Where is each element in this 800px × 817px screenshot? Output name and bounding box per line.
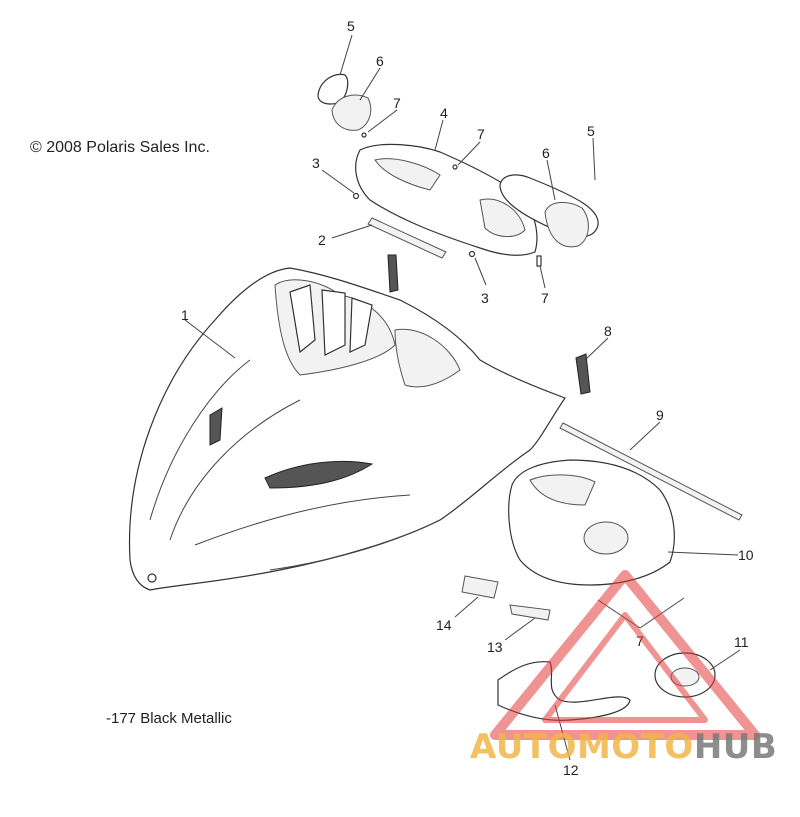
callout-14: 14 [436,617,452,633]
callout-10: 10 [738,547,754,563]
callout-7d: 7 [636,633,644,649]
rivet-7a-part [361,132,367,138]
callout-3a: 3 [312,155,320,171]
callout-11: 11 [734,634,749,650]
watermark-text-part1: AUTOMOTO [470,727,694,767]
watermark-logo [490,570,760,740]
storage-tray-part [508,459,675,586]
callout-9: 9 [656,407,664,423]
decal-13-part [509,604,551,621]
clip-right-part [575,353,591,395]
callout-3b: 3 [481,290,489,306]
lens-right-part [544,202,589,248]
callout-6b: 6 [542,145,550,161]
rivet-7c-part [536,255,542,267]
callout-7a: 7 [393,95,401,111]
lens-left-part [331,94,372,131]
callout-8: 8 [604,323,612,339]
watermark-text: AUTOMOTOHUB [470,727,777,767]
callout-7b: 7 [477,126,485,142]
decal-14-part [461,575,499,599]
dash-housing-part [355,143,538,256]
bezel-left-part [317,73,349,105]
rivet-7b-part [452,164,458,170]
copyright-note: © 2008 Polaris Sales Inc. [30,139,210,156]
callout-1: 1 [181,307,189,323]
trim-strip-part [559,422,743,521]
callout-2: 2 [318,232,326,248]
watermark-text-part2: HUB [693,727,778,767]
hood-part [128,267,566,591]
screw-3a-part [352,192,360,200]
callout-6a: 6 [376,53,384,69]
callout-13: 13 [487,639,503,655]
screw-3b-part [468,250,476,258]
strip-part [367,217,447,259]
callout-4: 4 [440,105,448,121]
callout-12: 12 [563,762,579,778]
callout-7c: 7 [541,290,549,306]
color-note: -177 Black Metallic [106,710,232,727]
clip-left-part [387,254,399,293]
callout-5a: 5 [347,18,355,34]
callout-5b: 5 [587,123,595,139]
